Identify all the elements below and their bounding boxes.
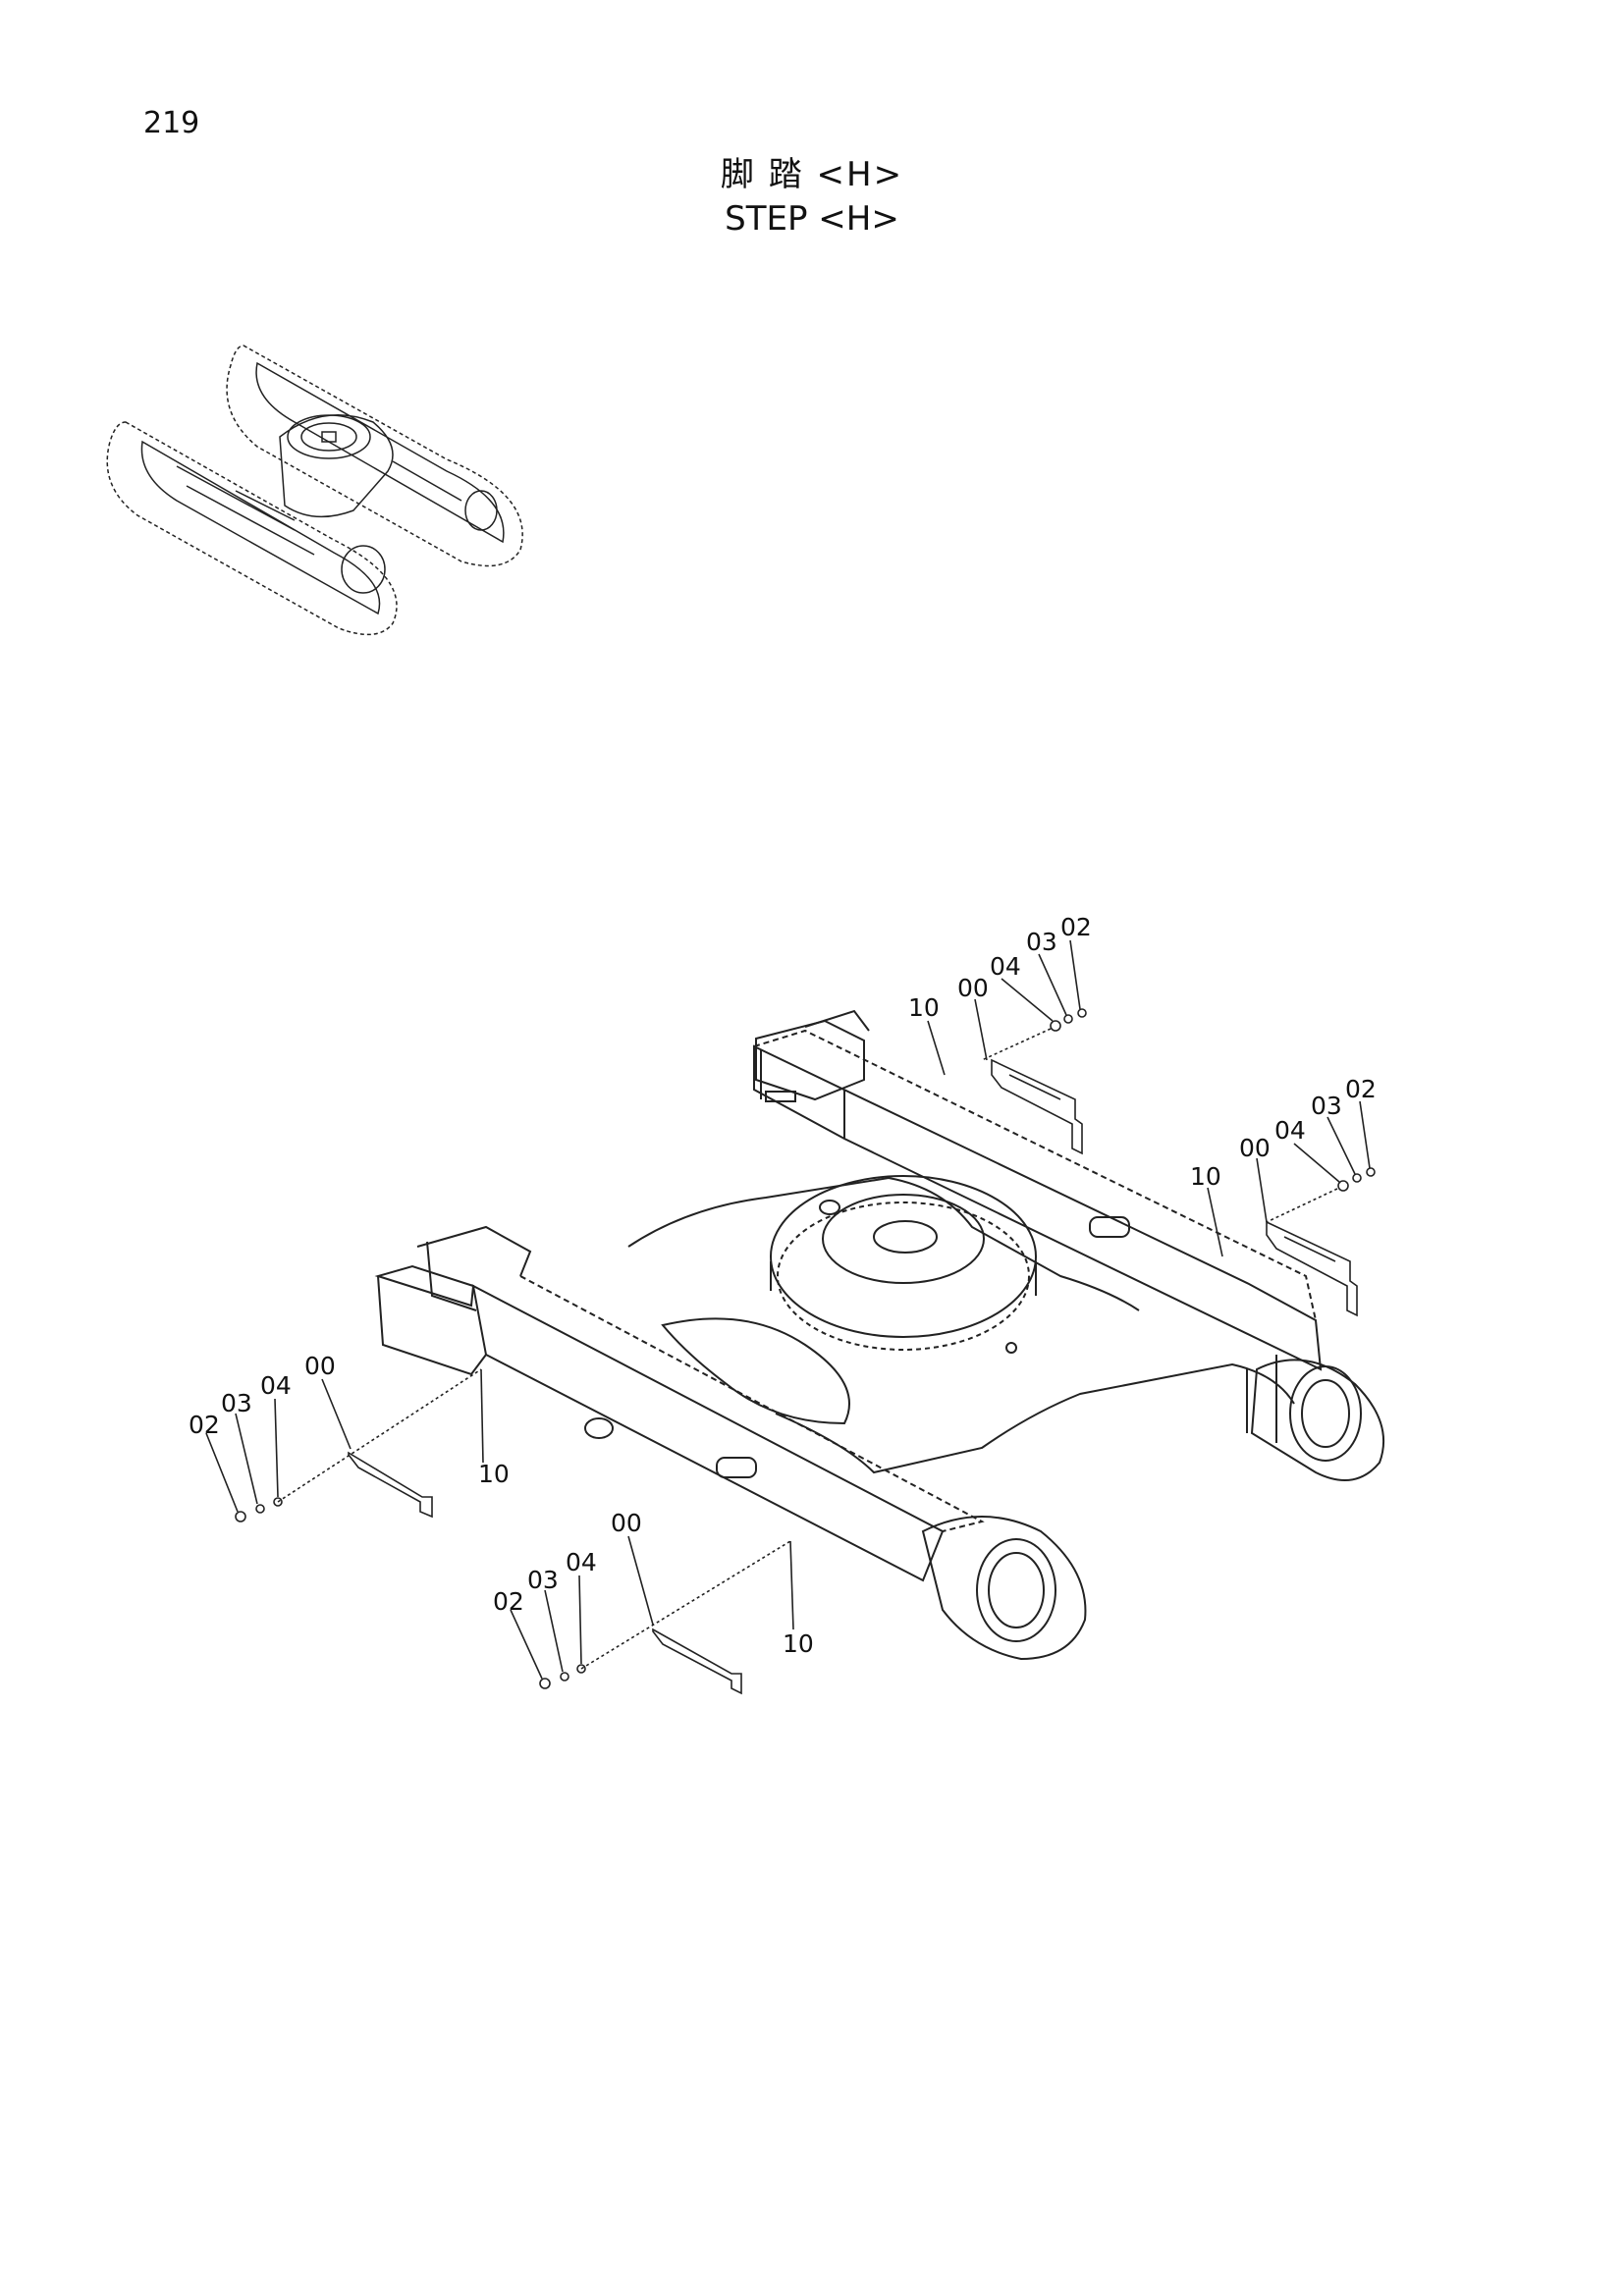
- callout-04: 04: [990, 952, 1021, 981]
- callout-02: 02: [189, 1411, 220, 1439]
- callout-03: 03: [221, 1389, 252, 1417]
- callout-10: 10: [478, 1460, 510, 1488]
- track-frame: [374, 1009, 1385, 1661]
- callout-04: 04: [1274, 1116, 1306, 1145]
- overview-thumbnail: [106, 345, 523, 636]
- callouts-set-2: 10 00 04 03 02: [1190, 1075, 1377, 1191]
- page-title-chinese: 脚 踏 <H>: [720, 155, 904, 194]
- callout-10: 10: [783, 1629, 814, 1658]
- callout-02: 02: [1060, 913, 1092, 941]
- page-title-english: STEP <H>: [725, 199, 899, 239]
- callout-10: 10: [1190, 1162, 1221, 1191]
- callout-02: 02: [493, 1587, 524, 1616]
- callout-00: 00: [611, 1509, 642, 1537]
- step-assemblies: [205, 939, 1376, 1695]
- callout-00: 00: [1239, 1134, 1271, 1162]
- callouts-set-1: 10 00 04 03 02: [908, 913, 1092, 1022]
- callouts-set-3: 00 04 03 02 10: [189, 1352, 510, 1488]
- callout-04: 04: [260, 1371, 292, 1400]
- callouts-set-4: 00 04 03 02 10: [493, 1509, 814, 1658]
- callout-10: 10: [908, 993, 940, 1022]
- page-number: 219: [143, 106, 200, 140]
- callout-03: 03: [1026, 928, 1057, 956]
- callout-03: 03: [1311, 1092, 1342, 1120]
- callout-00: 00: [957, 974, 989, 1002]
- callout-04: 04: [566, 1548, 597, 1576]
- callout-00: 00: [304, 1352, 336, 1380]
- callout-02: 02: [1345, 1075, 1377, 1103]
- callout-03: 03: [527, 1566, 559, 1594]
